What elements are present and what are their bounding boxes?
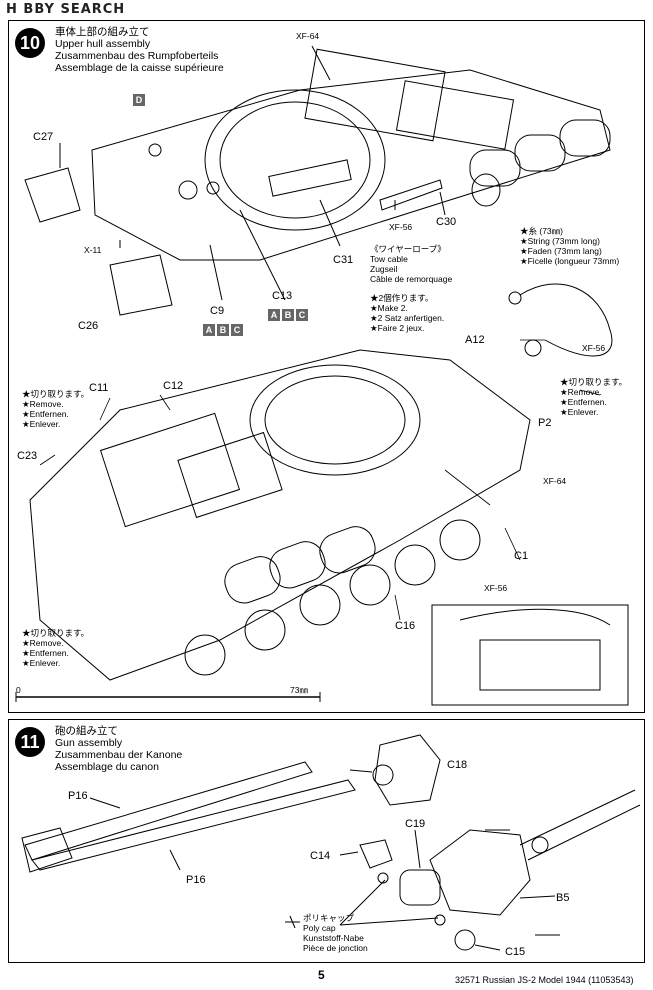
assembled-barrel — [519, 789, 641, 861]
label-c11: C11 — [89, 382, 109, 394]
remove-text-left-top: ★切り取ります。 ★Remove. ★Entfernen. ★Enlever. — [22, 389, 90, 429]
tow-cable-text: 《ワイヤーロープ》 Tow cable Zugseil Câble de rem… — [370, 244, 453, 284]
label-c13: C13 — [272, 290, 293, 302]
label-a12: A12 — [465, 334, 485, 346]
label-b5: B5 — [556, 892, 570, 904]
string-text: ★糸 (73㎜) ★String (73mm long) ★Faden (73m… — [520, 226, 620, 266]
step-11-number: 11 — [15, 727, 45, 757]
label-c19: C19 — [405, 818, 426, 830]
road-wheels — [184, 519, 481, 676]
label-xf56-cable: XF-56 — [582, 343, 606, 353]
scale-length: 73㎜ — [290, 685, 308, 695]
label-c15: C15 — [505, 946, 526, 958]
step-10-number: 10 — [15, 28, 45, 58]
engine-deck-grille — [304, 48, 446, 142]
product-code: 32571 Russian JS-2 Model 1944 (11053543) — [455, 975, 634, 985]
label-c16: C16 — [395, 620, 416, 632]
polycap-text: ポリキャップ Poly cap Kunststoff-Nabe Pièce de… — [303, 913, 368, 953]
label-c30: C30 — [436, 216, 457, 228]
label-p2: P2 — [538, 417, 552, 429]
part-c14 — [359, 839, 393, 869]
label-xf56-top: XF-56 — [389, 222, 413, 232]
step-10-title: 車体上部の組み立て Upper hull assembly Zusammenba… — [55, 26, 224, 74]
assembled-hull-outline — [29, 349, 531, 681]
title-en: Upper hull assembly — [55, 38, 151, 50]
turret-ring-top — [204, 89, 386, 231]
remove-text-left-bottom: ★切り取ります。 ★Remove. ★Entfernen. ★Enlever. — [22, 628, 90, 668]
label-c14: C14 — [310, 850, 331, 862]
label-xf56-mid: XF-56 — [484, 583, 508, 593]
label-c18: C18 — [447, 759, 468, 771]
engine-grille-assembled — [99, 412, 241, 528]
label-c1: C1 — [514, 550, 529, 562]
step-10-panel — [8, 20, 645, 713]
fuel-drums-top — [469, 119, 611, 207]
label-x11: X-11 — [84, 245, 102, 255]
part-c31-box — [268, 159, 352, 197]
upper-hull-outline — [91, 69, 611, 261]
rear-view-inset — [431, 604, 629, 706]
part-c30-bar — [379, 179, 443, 211]
title-fr: Assemblage de la caisse supérieure — [55, 62, 224, 74]
mantlet-b5 — [429, 829, 531, 916]
code-d: D — [133, 90, 147, 108]
remove-text-right: ★切り取ります。 ★Remove. ★Entfernen. ★Enlever. — [560, 377, 628, 417]
label-p16-bottom: P16 — [186, 874, 206, 886]
title-jp: 車体上部の組み立て — [55, 26, 150, 38]
part-c15 — [454, 929, 476, 951]
part-c19 — [399, 869, 441, 906]
label-c26: C26 — [78, 320, 99, 332]
tow-cable-drawing — [519, 283, 613, 357]
make-2-text: ★2個作ります。 ★Make 2. ★2 Satz anfertigen. ★F… — [370, 293, 445, 333]
part-c26 — [109, 254, 173, 316]
label-xf64-top: XF-64 — [296, 31, 320, 41]
label-c27: C27 — [33, 131, 54, 143]
label-xf64-mid: XF-64 — [543, 476, 567, 486]
step-11-title: 砲の組み立て Gun assembly Zusammenbau der Kano… — [55, 725, 183, 773]
title-de: Zusammenbau des Rumpfoberteils — [55, 50, 219, 62]
label-p16-top: P16 — [68, 790, 88, 802]
label-c23: C23 — [17, 450, 38, 462]
hobby-search-logo: H BBY SEARCH — [6, 2, 126, 17]
label-c31: C31 — [333, 254, 354, 266]
scale-zero: 0 — [16, 685, 21, 695]
barrel-top-half — [24, 761, 313, 861]
label-c12: C12 — [163, 380, 184, 392]
turret-ring-assembled — [249, 364, 421, 476]
part-c27 — [24, 167, 81, 223]
label-c9: C9 — [210, 305, 225, 317]
step-11-panel — [8, 719, 645, 963]
barrel-bottom-half — [31, 779, 356, 871]
page-number: 5 — [318, 968, 325, 982]
fuel-drums-assembled — [224, 526, 376, 604]
mantlet-c18 — [374, 734, 441, 806]
